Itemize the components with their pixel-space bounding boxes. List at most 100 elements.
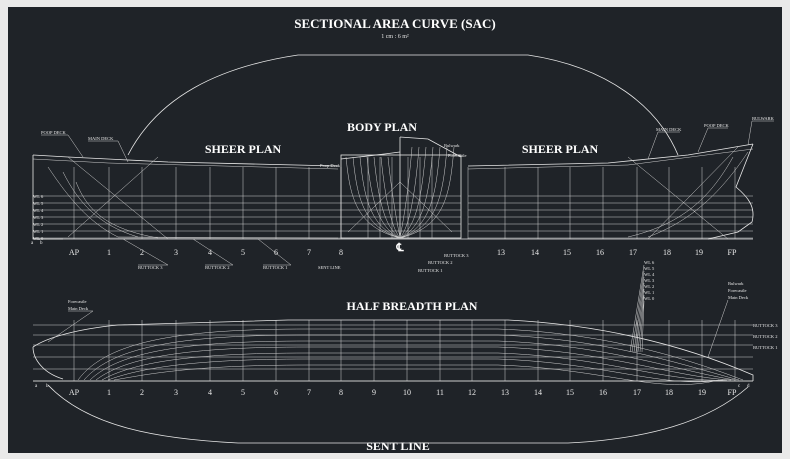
lower-station-label: 12	[468, 388, 476, 397]
body-section-curve-aft	[352, 156, 401, 239]
leader-b1	[257, 238, 292, 266]
hb-waterline-leader	[635, 282, 645, 353]
sheer-plan-title-right: SHEER PLAN	[522, 142, 599, 156]
body-section-curve-aft	[366, 156, 401, 239]
buttock-2-label: BUTTOCK 2	[205, 265, 230, 270]
upper-station-label: 1	[107, 248, 111, 257]
bow-profile	[707, 143, 754, 240]
label-leader-poop-right	[697, 127, 728, 153]
hb-waterline-label: WL 1	[644, 290, 654, 295]
upper-station-label: 15	[563, 248, 571, 257]
hb-bulwark-label: Bulwark	[728, 281, 744, 286]
sac-diag-fore	[627, 156, 729, 240]
hb-waterline-label: WL 0	[644, 296, 655, 301]
waterline-label: WL 2	[33, 222, 43, 227]
upper-station-label: 16	[596, 248, 604, 257]
upper-station-label: AP	[69, 248, 80, 257]
hb-waterline-leader	[633, 276, 645, 353]
hb-main-deck-label: Main Deck	[728, 295, 749, 300]
body-section-curve-fore	[399, 146, 413, 239]
lower-station-label: AP	[69, 388, 80, 397]
hb-waterline-label: WL 4	[644, 272, 655, 277]
upper-station-label: 5	[241, 248, 245, 257]
centerline-symbol: ℄	[395, 242, 404, 254]
label-leader-bulwark	[747, 120, 774, 146]
upper-station-label: 7	[307, 248, 311, 257]
upper-station-label: 18	[663, 248, 671, 257]
body-section-curve-aft	[359, 156, 401, 239]
poop-deck-label-right: POOP DECK	[704, 123, 729, 128]
sac-scale: 1 cm : 6 m²	[381, 34, 409, 40]
hb-waterline-leader	[641, 300, 645, 353]
half-breadth-waterline-curves	[77, 328, 744, 385]
lines-plan-drawing: SECTIONAL AREA CURVE (SAC) 1 cm : 6 m² B…	[31, 16, 778, 453]
hb-waterline-curve	[77, 328, 744, 381]
hb-waterline-curve	[101, 352, 728, 381]
label-leader-main-right	[647, 131, 680, 160]
hb-waterline-label: WL 5	[644, 266, 655, 271]
buttock-curve-fore-2	[627, 156, 734, 238]
body-diag-right	[399, 181, 453, 233]
leader-b3	[122, 238, 169, 266]
buttock-curve-aft-3	[75, 181, 159, 239]
end-letter-c-lower: c	[738, 384, 741, 389]
lower-station-label: 19	[698, 388, 706, 397]
end-letter-a-upper: a	[31, 241, 34, 246]
hb-waterline-curve	[95, 346, 732, 381]
sheer-plan-title-left: SHEER PLAN	[205, 142, 282, 156]
body-plan: Poop Deck Bulwark Forecastle ℄ BUTTOCK 3…	[320, 136, 469, 273]
lower-station-label: 17	[633, 388, 641, 397]
upper-station-label: 13	[497, 248, 505, 257]
sheer-plan-grid	[33, 167, 753, 239]
lower-station-label: 8	[339, 388, 343, 397]
buttock-curve-aft-2	[62, 171, 139, 238]
lower-station-label: 4	[208, 388, 212, 397]
lower-station-label: 6	[274, 388, 278, 397]
body-section-curve-fore	[399, 146, 427, 239]
body-forecastle-label: Forecastle	[448, 153, 467, 158]
hb-waterline-label: WL 6	[644, 260, 655, 265]
body-section-curve-aft	[373, 156, 401, 239]
upper-station-label: 17	[629, 248, 637, 257]
half-breadth-waterline-labels: WL 6WL 5WL 4WL 3WL 2WL 1WL 0	[629, 260, 655, 353]
upper-station-label: 3	[174, 248, 178, 257]
lower-station-label: 5	[241, 388, 245, 397]
half-breadth-grid	[33, 320, 753, 382]
hb-waterline-curve	[89, 340, 736, 381]
lower-station-label: 16	[599, 388, 607, 397]
lower-station-label: 11	[436, 388, 444, 397]
label-leader-main-left	[88, 140, 129, 163]
waterline-label: WL 0	[33, 236, 44, 241]
main-deck-label-right: MAIN DECK	[656, 127, 682, 132]
body-section-curve-fore	[399, 146, 448, 239]
hb-waterline-label: WL 3	[644, 278, 655, 283]
lower-station-label: 1	[107, 388, 111, 397]
hb-forecastle-label: Forecastle	[728, 288, 747, 293]
sent-line-curve	[47, 384, 749, 444]
hb-leader-right	[707, 299, 729, 358]
deck-line-right	[467, 143, 754, 167]
hb-buttock-2-label: BUTTOCK 2	[753, 334, 778, 339]
body-plan-sheer-left	[340, 151, 401, 160]
body-buttock-3-label: BUTTOCK 3	[444, 253, 469, 258]
sac-curve	[127, 54, 679, 156]
lower-station-label: 3	[174, 388, 178, 397]
upper-station-label: 14	[531, 248, 539, 257]
hb-waterline-curve	[113, 364, 720, 385]
body-diag-left	[347, 181, 401, 233]
lower-station-label: 2	[140, 388, 144, 397]
poop-deck-label-left: POOP DECK	[41, 130, 66, 135]
hb-main-deck-label-left: Main Deck	[68, 306, 89, 311]
hb-waterline-leader	[629, 264, 645, 353]
lower-station-label: 10	[403, 388, 411, 397]
hb-waterline-curve	[107, 358, 724, 383]
hb-stern-outline	[32, 346, 64, 380]
lower-station-label: 14	[534, 388, 542, 397]
upper-station-label: 8	[339, 248, 343, 257]
waterline-label: WL 4	[33, 208, 44, 213]
hb-waterline-leader	[639, 294, 645, 353]
lower-station-label: 9	[372, 388, 376, 397]
sac-title: SECTIONAL AREA CURVE (SAC)	[294, 16, 495, 31]
